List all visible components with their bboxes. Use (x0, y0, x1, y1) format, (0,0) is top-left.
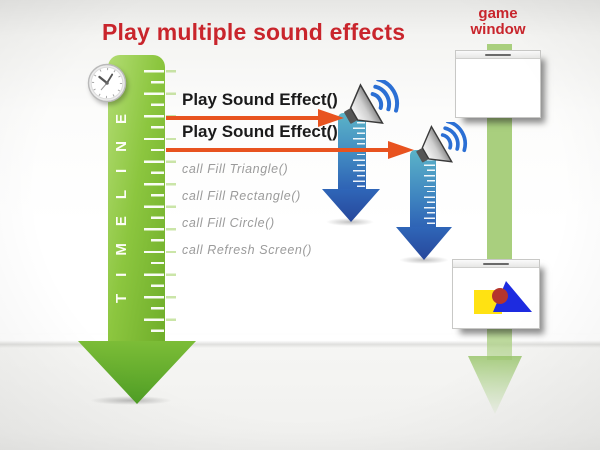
timeline-ticks-outer (166, 70, 176, 333)
play-sound-call-1-label: Play Sound Effect() (182, 90, 338, 109)
play-sound-call-2-label: Play Sound Effect() (182, 122, 338, 141)
draw-call-label: call Fill Triangle() (182, 162, 289, 176)
sound-duration-arrowhead-1 (322, 189, 380, 222)
window-title-bar (453, 260, 539, 268)
page-title: Play multiple sound effects (102, 19, 406, 45)
window-title-text (485, 53, 511, 56)
speaker-icon-1 (344, 80, 400, 124)
game-window-1 (455, 50, 541, 118)
timeline-arrow-shadow (90, 396, 172, 405)
sound-arrow-2-ticks (427, 159, 435, 226)
draw-call-label: call Fill Rectangle() (182, 189, 301, 203)
call-arrow-2 (166, 141, 414, 159)
clock-icon (87, 63, 127, 103)
timeline-arrowhead (78, 341, 196, 404)
game-window-label: game window (470, 5, 526, 38)
call-arrow-1 (166, 109, 344, 127)
sound-arrow-1-ticks (357, 122, 365, 187)
timeline-label: TIMELINE (113, 97, 130, 303)
game-window-2 (452, 259, 540, 329)
draw-call-label: call Fill Circle() (182, 216, 275, 230)
timeline-ticks-short (151, 81, 164, 333)
circle-shape (492, 288, 508, 304)
game-scene (474, 281, 532, 314)
game-flow-arrowhead (468, 356, 522, 414)
sound-arrow-1-shadow (326, 218, 374, 226)
sound-duration-arrowhead-2 (396, 227, 452, 260)
speaker-icon-2 (416, 122, 468, 163)
window-title-text (483, 262, 509, 265)
window-title-bar (456, 51, 540, 59)
draw-call-label: call Refresh Screen() (182, 243, 313, 257)
